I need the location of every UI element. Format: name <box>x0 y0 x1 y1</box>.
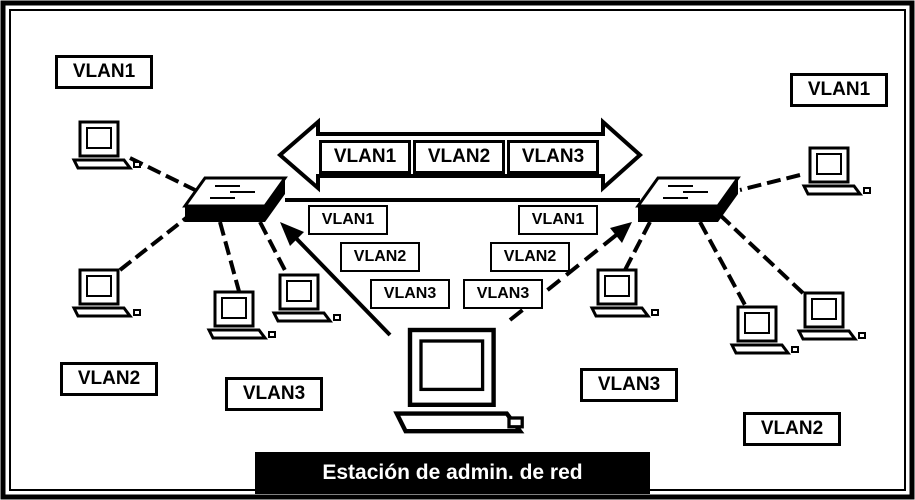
admin-station-pc <box>393 327 525 434</box>
area-label-bottom-left-vlan2: VLAN2 <box>60 362 158 396</box>
pc-bottom-right-1 <box>590 268 660 318</box>
left-switch <box>183 176 287 224</box>
trunk-label-vlan3: VLAN3 <box>507 140 599 174</box>
trunk-label-vlan1: VLAN1 <box>319 140 411 174</box>
pc-top-left <box>72 120 142 170</box>
right-arrow-label-vlan2: VLAN2 <box>490 242 570 272</box>
trunk-label-vlan2: VLAN2 <box>413 140 505 174</box>
right-arrow-label-vlan1: VLAN1 <box>518 205 598 235</box>
pc-bottom-left-1 <box>207 290 277 340</box>
area-label-bottom-left-vlan3: VLAN3 <box>225 377 323 411</box>
left-arrow-label-vlan2: VLAN2 <box>340 242 420 272</box>
pc-bottom-right-3 <box>797 291 867 341</box>
right-arrow-label-vlan3: VLAN3 <box>463 279 543 309</box>
area-label-bottom-right-vlan3: VLAN3 <box>580 368 678 402</box>
pc-bottom-left-2 <box>272 273 342 323</box>
left-arrow-label-vlan1: VLAN1 <box>308 205 388 235</box>
pc-bottom-right-2 <box>730 305 800 355</box>
area-label-top-right: VLAN1 <box>790 73 888 107</box>
area-label-bottom-right-vlan2: VLAN2 <box>743 412 841 446</box>
right-links <box>623 173 807 306</box>
area-label-top-left: VLAN1 <box>55 55 153 89</box>
left-arrow-label-vlan3: VLAN3 <box>370 279 450 309</box>
pc-top-right <box>802 146 872 196</box>
admin-station-label: Estación de admin. de red <box>255 452 650 494</box>
pc-mid-left <box>72 268 142 318</box>
admin-arrow-left <box>288 230 392 337</box>
